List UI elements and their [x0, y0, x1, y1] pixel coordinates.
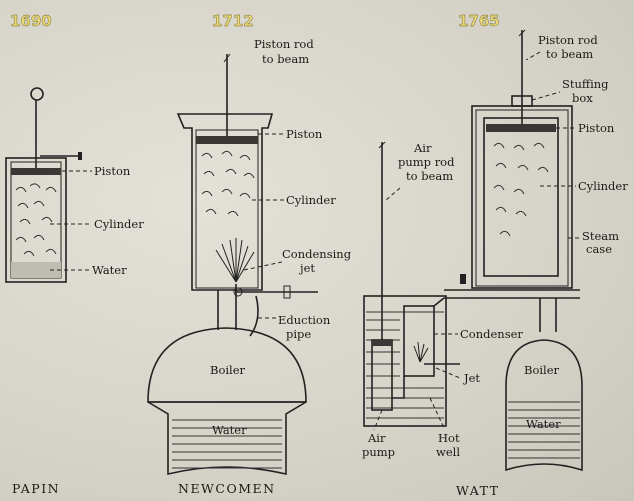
- year-newcomen: 1712: [212, 12, 254, 30]
- watt-label-hotwell-2: well: [436, 445, 460, 459]
- newcomen-boiler-base: [147, 401, 307, 476]
- watt-boiler: [505, 339, 583, 472]
- newcomen-label-rod-1: Piston rod: [254, 37, 314, 51]
- year-watt: 1765: [458, 12, 500, 30]
- newcomen-condensing-spray: [215, 238, 255, 283]
- caption-newcomen: NEWCOMEN: [178, 481, 276, 496]
- papin-cylinder-inner: [10, 161, 62, 279]
- watt-steam-bubbles: [493, 142, 549, 237]
- watt-label-hotwell-1: Hot: [438, 431, 460, 445]
- newcomen-label-condensing-1: Condensing: [282, 247, 352, 261]
- papin-rod-ring: [30, 87, 44, 101]
- newcomen-boiler-dome: [147, 327, 307, 403]
- watt-label-rod-1: Piston rod: [538, 33, 598, 47]
- papin-piston: [11, 168, 61, 175]
- caption-watt: WATT: [456, 483, 499, 498]
- watt-label-airpump-1: Air: [367, 431, 386, 445]
- watt-condenser: [403, 305, 435, 377]
- newcomen-steam-bubbles: [201, 150, 255, 217]
- papin-label-water: Water: [92, 263, 127, 277]
- newcomen-label-condensing-2: jet: [298, 261, 315, 275]
- newcomen-cylinder-inner: [195, 129, 259, 289]
- watt-boiler-water: [508, 401, 580, 459]
- newcomen-label-rod-2: to beam: [262, 52, 309, 66]
- watt-label-stuffing-1: Stuffing: [562, 77, 609, 91]
- newcomen-piston: [196, 136, 258, 144]
- newcomen-label-eduction-2: pipe: [286, 327, 311, 341]
- papin-steam-bubbles: [15, 183, 57, 257]
- watt-condenser-tank: [363, 295, 447, 427]
- papin-engine: Piston Cylinder Water: [5, 87, 144, 283]
- watt-label-steam-2: case: [586, 242, 612, 256]
- newcomen-eduction-pipe: [249, 295, 259, 337]
- watt-label-condenser: Condenser: [460, 327, 523, 341]
- newcomen-neck: [217, 290, 237, 330]
- watt-cylinder: [483, 117, 559, 277]
- newcomen-engine: Piston rod to beam Piston Cylinder Conde…: [147, 37, 352, 476]
- watt-label-airpumprod-3: to beam: [406, 169, 453, 183]
- caption-papin: PAPIN: [12, 481, 60, 496]
- newcomen-label-eduction-1: Eduction: [278, 313, 331, 327]
- watt-steam-pipe: [444, 289, 580, 299]
- watt-label-steam-1: Steam: [582, 229, 619, 243]
- watt-label-jet: Jet: [463, 371, 480, 385]
- watt-label-rod-2: to beam: [546, 47, 593, 61]
- watt-label-airpumprod-2: pump rod: [398, 155, 455, 169]
- papin-water: [11, 262, 61, 278]
- watt-label-boiler: Boiler: [524, 363, 560, 377]
- newcomen-cylinder-outer: [176, 113, 274, 291]
- newcomen-label-boiler: Boiler: [210, 363, 246, 377]
- papin-label-piston: Piston: [94, 164, 131, 178]
- watt-label-airpumprod-1: Air: [413, 141, 432, 155]
- watt-tank-water: [366, 311, 444, 419]
- watt-engine: Piston rod to beam Stuffing box Piston C…: [362, 29, 628, 472]
- newcomen-label-cylinder: Cylinder: [286, 193, 336, 207]
- newcomen-label-water: Water: [212, 423, 247, 437]
- newcomen-water: [172, 419, 282, 469]
- newcomen-label-piston: Piston: [286, 127, 323, 141]
- watt-label-airpump-2: pump: [362, 445, 395, 459]
- watt-label-cylinder: Cylinder: [578, 179, 628, 193]
- watt-air-pump: [371, 339, 393, 411]
- watt-label-water: Water: [526, 417, 561, 431]
- watt-steam-case: [471, 105, 573, 289]
- watt-label-piston: Piston: [578, 121, 615, 135]
- year-papin: 1690: [10, 12, 52, 30]
- watt-jet-spray: [413, 341, 429, 363]
- watt-piston: [486, 124, 556, 132]
- watt-boiler-neck: [539, 298, 557, 332]
- watt-label-stuffing-2: box: [572, 91, 593, 105]
- papin-label-cylinder: Cylinder: [94, 217, 144, 231]
